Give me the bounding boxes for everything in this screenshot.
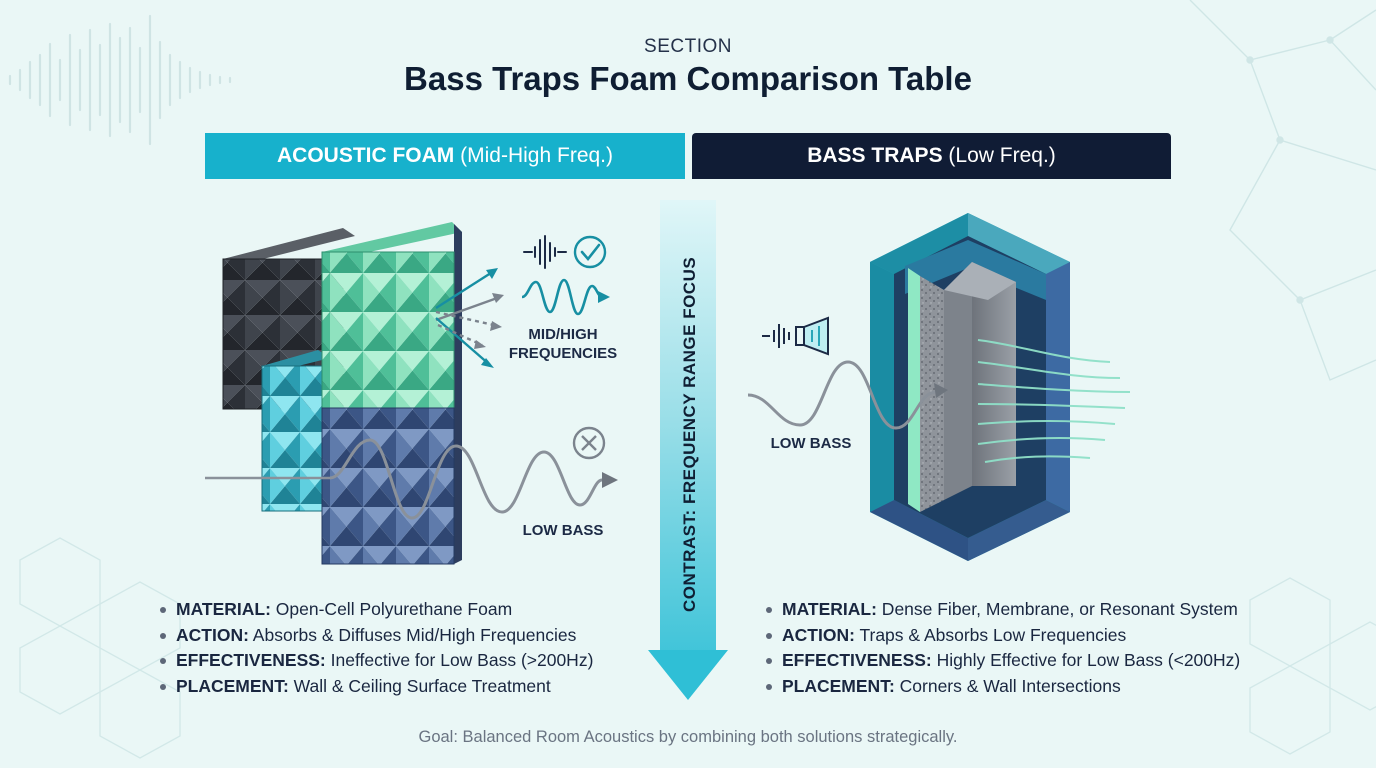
sound-wave-icon bbox=[523, 235, 567, 269]
feature-value: Ineffective for Low Bass (>200Hz) bbox=[325, 650, 594, 670]
feature-value: Absorbs & Diffuses Mid/High Frequencies bbox=[248, 624, 577, 645]
soundwave-watermark bbox=[8, 14, 232, 146]
feature-value: Wall & Ceiling Surface Treatment bbox=[288, 675, 551, 696]
trap-low-bass-label: LOW BASS bbox=[771, 435, 852, 452]
bullet-icon bbox=[160, 658, 166, 664]
list-item: PLACEMENT: Wall & Ceiling Surface Treatm… bbox=[160, 674, 593, 700]
list-item: PLACEMENT: Corners & Wall Intersections bbox=[766, 674, 1240, 700]
feature-key: ACTION: bbox=[176, 624, 249, 645]
bass-trap-absorbed-flow bbox=[977, 339, 1131, 463]
bass-traps-title: BASS TRAPS bbox=[807, 144, 943, 167]
feature-key: PLACEMENT: bbox=[176, 675, 289, 696]
bass-trap-unit bbox=[870, 213, 1070, 561]
page-title: Bass Traps Foam Comparison Table bbox=[404, 60, 972, 97]
feature-value: Dense Fiber, Membrane, or Resonant Syste… bbox=[876, 599, 1238, 619]
reflected-mid-high-arrows bbox=[435, 268, 504, 368]
section-eyebrow: SECTION bbox=[644, 36, 732, 57]
list-item: ACTION: Absorbs & Diffuses Mid/High Freq… bbox=[160, 623, 593, 649]
list-item: EFFECTIVENESS: Ineffective for Low Bass … bbox=[160, 648, 593, 674]
bullet-icon bbox=[160, 632, 166, 639]
check-circle-icon bbox=[573, 235, 607, 269]
feature-value: Traps & Absorbs Low Frequencies bbox=[854, 624, 1127, 645]
mint-blue-foam-panel bbox=[321, 222, 462, 565]
bullet-icon bbox=[766, 607, 772, 613]
bullet-icon bbox=[766, 632, 772, 639]
cross-circle-icon bbox=[572, 426, 606, 460]
feature-key: EFFECTIVENESS: bbox=[782, 650, 932, 670]
list-item: ACTION: Traps & Absorbs Low Frequencies bbox=[766, 623, 1240, 649]
foam-low-bass-wave bbox=[205, 438, 618, 520]
bullet-icon bbox=[160, 607, 166, 613]
hexagon-decoration-bottom-left bbox=[19, 537, 181, 759]
bass-traps-column-header: BASS TRAPS (Low Freq.) bbox=[692, 133, 1171, 179]
hexagon-decoration-bottom-right bbox=[1249, 577, 1376, 755]
mid-high-wave bbox=[521, 278, 610, 316]
bullet-icon bbox=[766, 683, 772, 690]
acoustic-foam-title: ACOUSTIC FOAM bbox=[276, 144, 455, 167]
foam-low-bass-label: LOW BASS bbox=[523, 522, 604, 539]
bullet-icon bbox=[766, 658, 772, 664]
goal-footer: Goal: Balanced Room Acoustics by combini… bbox=[418, 728, 958, 746]
list-item: MATERIAL: Open-Cell Polyurethane Foam bbox=[160, 597, 593, 623]
bullet-icon bbox=[160, 683, 166, 690]
acoustic-foam-subtitle: (Mid-High Freq.) bbox=[454, 144, 614, 167]
feature-value: Corners & Wall Intersections bbox=[894, 675, 1121, 696]
list-item: EFFECTIVENESS: Highly Effective for Low … bbox=[766, 648, 1240, 674]
feature-value: Open-Cell Polyurethane Foam bbox=[270, 599, 513, 619]
bass-traps-subtitle: (Low Freq.) bbox=[942, 144, 1056, 167]
feature-key: PLACEMENT: bbox=[782, 675, 895, 696]
bass-traps-feature-list: MATERIAL: Dense Fiber, Membrane, or Reso… bbox=[766, 597, 1240, 699]
mid-high-label-line1: MID/HIGH bbox=[528, 326, 597, 343]
feature-value: Highly Effective for Low Bass (<200Hz) bbox=[931, 650, 1241, 670]
feature-key: EFFECTIVENESS: bbox=[176, 650, 326, 670]
feature-key: MATERIAL: bbox=[176, 599, 271, 619]
frequency-contrast-arrow bbox=[648, 200, 728, 700]
speaker-icon bbox=[762, 316, 829, 356]
feature-key: ACTION: bbox=[782, 624, 855, 645]
network-decoration-top-right bbox=[1189, 0, 1376, 381]
feature-key: MATERIAL: bbox=[782, 599, 877, 619]
acoustic-foam-feature-list: MATERIAL: Open-Cell Polyurethane Foam AC… bbox=[160, 597, 593, 699]
frequency-contrast-label: CONTRAST: FREQUENCY RANGE FOCUS bbox=[680, 257, 699, 612]
mid-high-label-line2: FREQUENCIES bbox=[509, 345, 617, 362]
teal-foam-panel bbox=[261, 350, 330, 512]
trap-low-bass-wave bbox=[747, 360, 948, 430]
acoustic-foam-column-header: ACOUSTIC FOAM (Mid-High Freq.) bbox=[205, 133, 685, 179]
list-item: MATERIAL: Dense Fiber, Membrane, or Reso… bbox=[766, 597, 1240, 623]
